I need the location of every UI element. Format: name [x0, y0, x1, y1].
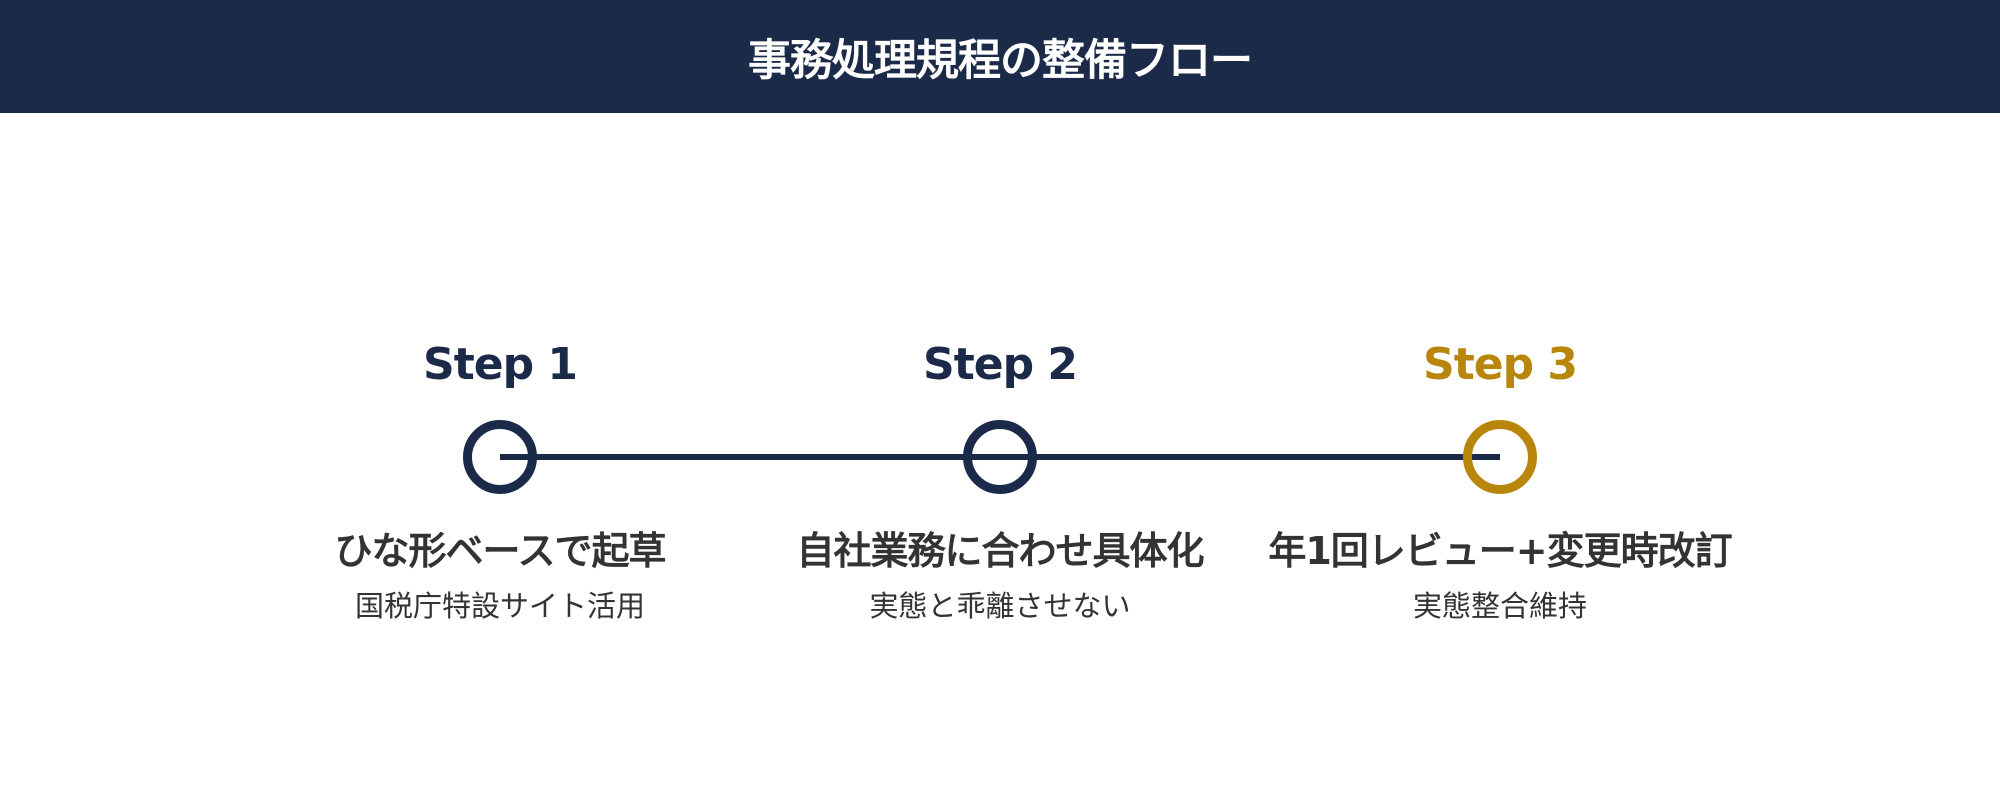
step-title: 自社業務に合わせ具体化	[796, 529, 1204, 573]
step-label: Step 3	[1423, 339, 1578, 390]
step-subtitle: 国税庁特設サイト活用	[354, 589, 645, 623]
step-subtitle: 実態と乖離させない	[869, 589, 1131, 623]
step-title: ひな形ベースで起草	[334, 529, 666, 573]
step-title: 年1回レビュー+変更時改訂	[1268, 529, 1732, 573]
header-bar: 事務処理規程の整備フロー	[0, 0, 2000, 113]
page-title: 事務処理規程の整備フロー	[748, 35, 1253, 86]
circle-node-icon	[463, 420, 537, 494]
circle-node-icon	[1463, 420, 1537, 494]
circle-node-icon	[963, 420, 1037, 494]
step-label: Step 1	[423, 339, 578, 390]
step-subtitle: 実態整合維持	[1412, 589, 1587, 623]
step-label: Step 2	[923, 339, 1078, 390]
